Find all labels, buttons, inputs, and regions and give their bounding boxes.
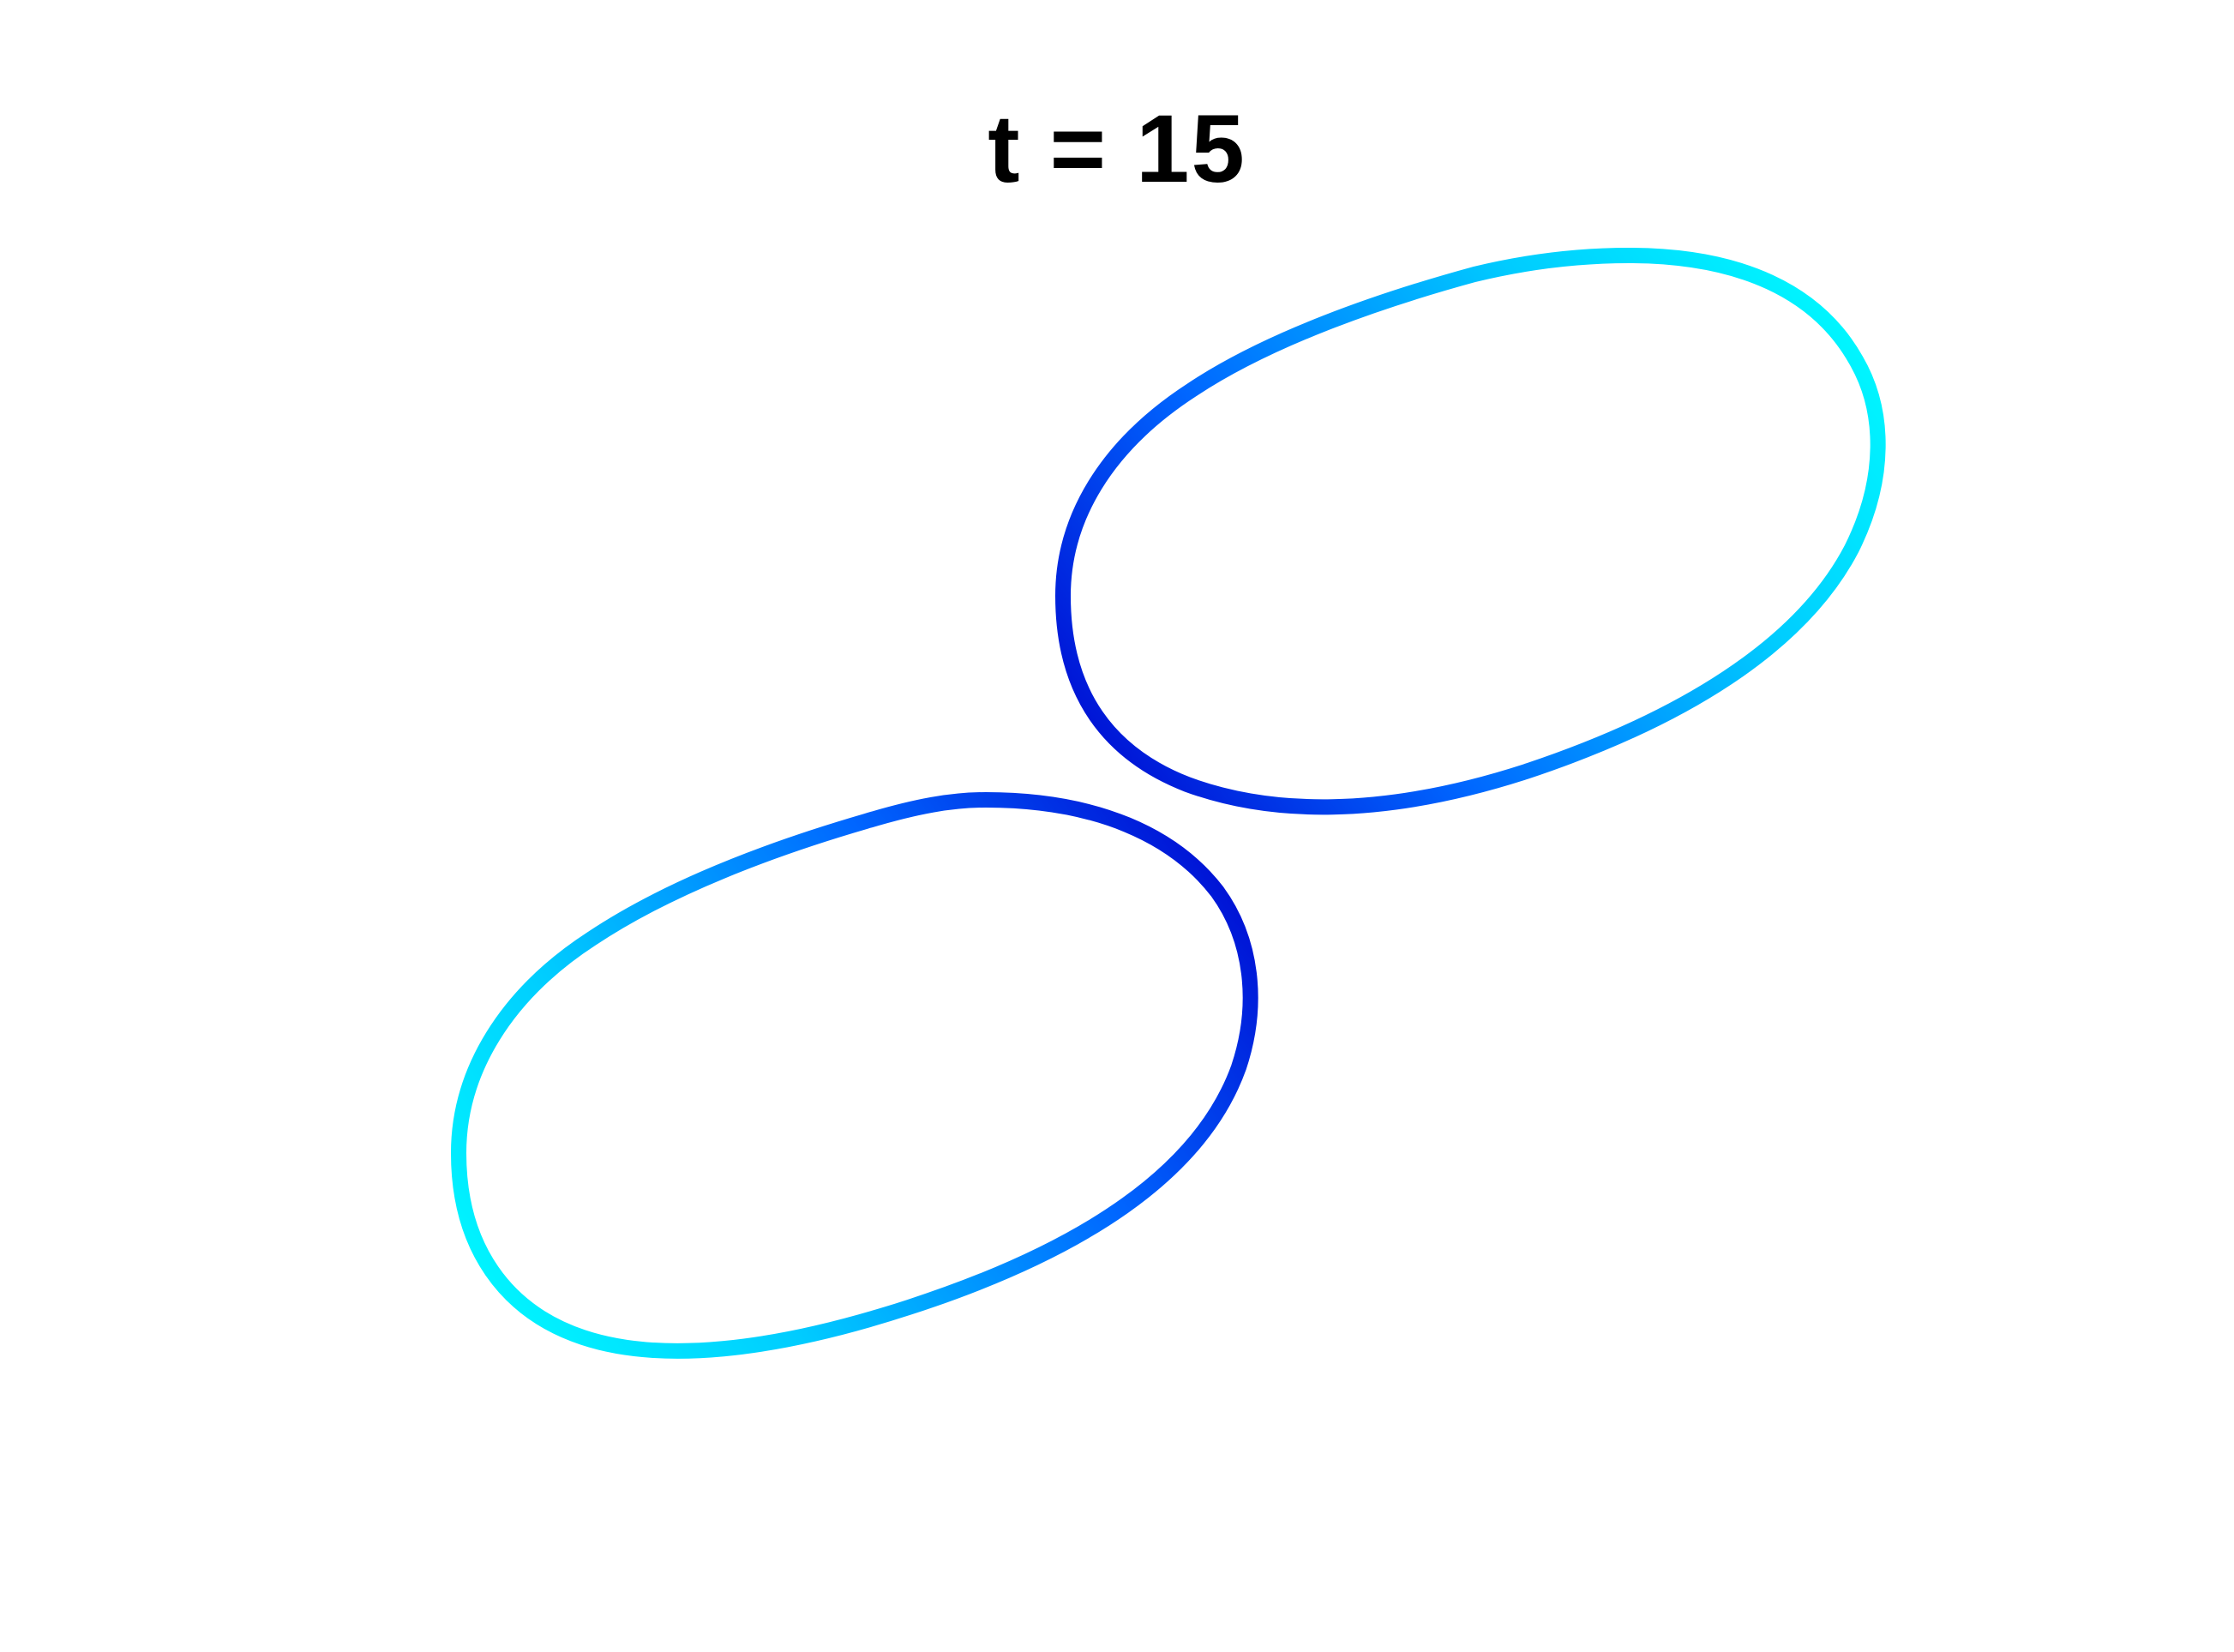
- upper-right-loop: [1055, 248, 1886, 815]
- figure-title: t = 15: [988, 95, 1246, 202]
- lower-left-loop: [451, 792, 1258, 1359]
